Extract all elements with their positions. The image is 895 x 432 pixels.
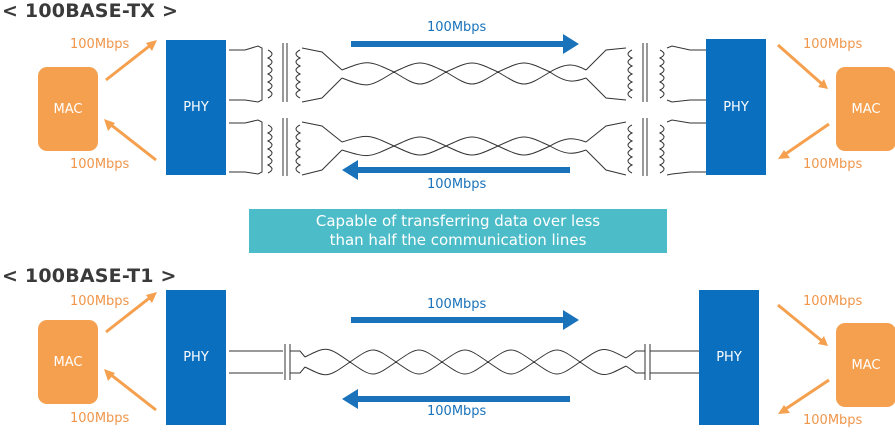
t1-arrow-phy-to-mac-left <box>109 372 157 412</box>
benefit-banner: Capable of transferring data over less t… <box>249 209 667 253</box>
tx-arrow-mac-to-phy-left <box>105 42 153 82</box>
banner-line-2: than half the communication lines <box>329 231 587 249</box>
tx-speed-top-left: 100Mbps <box>70 37 130 52</box>
tx-speed-bottom-left: 100Mbps <box>70 157 130 172</box>
t1-phy-right: PHY <box>699 290 759 425</box>
t1-forward-arrow <box>351 317 565 323</box>
tx-arrow-mac-to-phy-right <box>783 122 830 157</box>
tx-mac-left: MAC <box>38 67 98 151</box>
t1-arrow-phy-to-mac-right <box>777 303 823 343</box>
tx-forward-arrow <box>351 41 565 47</box>
t1-speed-forward: 100Mbps <box>427 297 487 312</box>
t1-speed-backward: 100Mbps <box>427 404 487 419</box>
t1-phy-left: PHY <box>166 290 226 425</box>
t1-speed-top-right: 100Mbps <box>803 294 863 309</box>
tx-speed-bottom-right: 100Mbps <box>803 157 863 172</box>
t1-mac-right: MAC <box>836 323 895 407</box>
t1-arrow-mac-to-phy-right <box>783 378 830 412</box>
t1-mac-left: MAC <box>38 320 98 404</box>
tx-mac-right: MAC <box>836 67 895 151</box>
tx-arrow-phy-to-mac-right <box>777 43 823 86</box>
tx-section-title: < 100BASE-TX > <box>2 0 179 22</box>
tx-speed-top-right: 100Mbps <box>803 37 863 52</box>
tx-phy-right: PHY <box>706 39 766 175</box>
t1-arrow-mac-to-phy-left <box>105 294 153 334</box>
t1-speed-bottom-left: 100Mbps <box>70 411 130 426</box>
tx-speed-forward: 100Mbps <box>427 20 487 35</box>
t1-speed-top-left: 100Mbps <box>70 294 130 309</box>
tx-backward-arrow <box>357 167 570 173</box>
tx-speed-backward: 100Mbps <box>427 177 487 192</box>
t1-channel <box>229 344 699 380</box>
banner-line-1: Capable of transferring data over less <box>315 212 601 230</box>
tx-lower-channel <box>229 118 706 176</box>
t1-data-arrows <box>342 310 579 409</box>
t1-section-title: < 100BASE-T1 > <box>2 265 177 287</box>
tx-phy-left: PHY <box>166 40 226 175</box>
tx-arrow-phy-to-mac-left <box>109 122 157 162</box>
t1-backward-arrow <box>357 396 570 402</box>
t1-mac-arrows <box>104 292 830 414</box>
tx-mac-arrows <box>104 40 830 162</box>
tx-upper-channel <box>229 43 706 103</box>
t1-speed-bottom-right: 100Mbps <box>803 413 863 428</box>
tx-data-arrows <box>342 34 579 180</box>
